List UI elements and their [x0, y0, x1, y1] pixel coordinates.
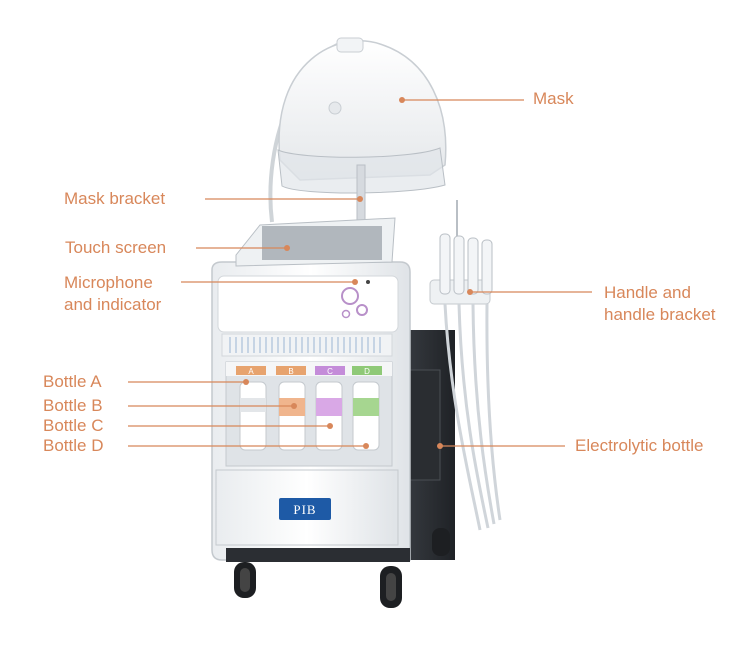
front-panel [217, 275, 399, 333]
label-bottle-d: Bottle D [43, 436, 104, 455]
leader-dot [327, 423, 333, 429]
bottle-cap-letter: A [248, 367, 254, 376]
leader-dot [363, 443, 369, 449]
label-handle-line2: handle bracket [604, 305, 716, 324]
leader-dot [399, 97, 405, 103]
bottle-c [315, 366, 345, 451]
label-handle: Handle and handle bracket [604, 282, 716, 326]
bottle-d [352, 366, 382, 451]
label-bottle-c: Bottle C [43, 416, 104, 435]
wheel [432, 528, 450, 556]
side-vent [409, 369, 441, 481]
label-electrolytic-bottle: Electrolytic bottle [575, 436, 704, 455]
label-microphone: Microphone and indicator [64, 272, 161, 316]
bottle-cap-letter: D [364, 367, 370, 376]
label-microphone-line2: and indicator [64, 295, 162, 314]
handpiece [439, 233, 451, 295]
leader-dot [437, 443, 443, 449]
bottle-shelf [226, 362, 392, 376]
handpiece [467, 237, 479, 295]
brand-plate-text: PIB [293, 502, 316, 517]
label-bottle-a: Bottle A [43, 372, 102, 391]
bottle-cap-letter: C [327, 367, 333, 376]
base-plate [226, 548, 410, 562]
wheel [380, 566, 402, 608]
bubble-decor [341, 287, 359, 305]
indicator-light [366, 280, 370, 284]
leader-dot [467, 289, 473, 295]
label-handle-line1: Handle and [604, 283, 691, 302]
leader-dot [291, 403, 297, 409]
hoses [443, 303, 502, 531]
label-bottle-b: Bottle B [43, 396, 103, 415]
screen-glass [262, 226, 382, 260]
mask-vent [328, 101, 342, 115]
label-touch-screen: Touch screen [65, 238, 167, 257]
bottle-cap-letter: B [288, 367, 293, 376]
mask-dome [278, 40, 447, 181]
handpiece [481, 239, 493, 295]
bubble-decor [341, 309, 351, 319]
handpiece [453, 235, 465, 295]
label-mask-bracket: Mask bracket [64, 189, 166, 208]
label-mask: Mask [533, 89, 574, 108]
wheel [234, 562, 256, 598]
leader-dot [284, 245, 290, 251]
label-microphone-line1: Microphone [64, 273, 153, 292]
leader-dot [243, 379, 249, 385]
leader-dot [357, 196, 363, 202]
brand-plate [279, 498, 331, 520]
mask-handle [336, 37, 364, 53]
bottle-a [236, 366, 267, 451]
bubble-decor [356, 304, 368, 316]
leader-dot [352, 279, 358, 285]
